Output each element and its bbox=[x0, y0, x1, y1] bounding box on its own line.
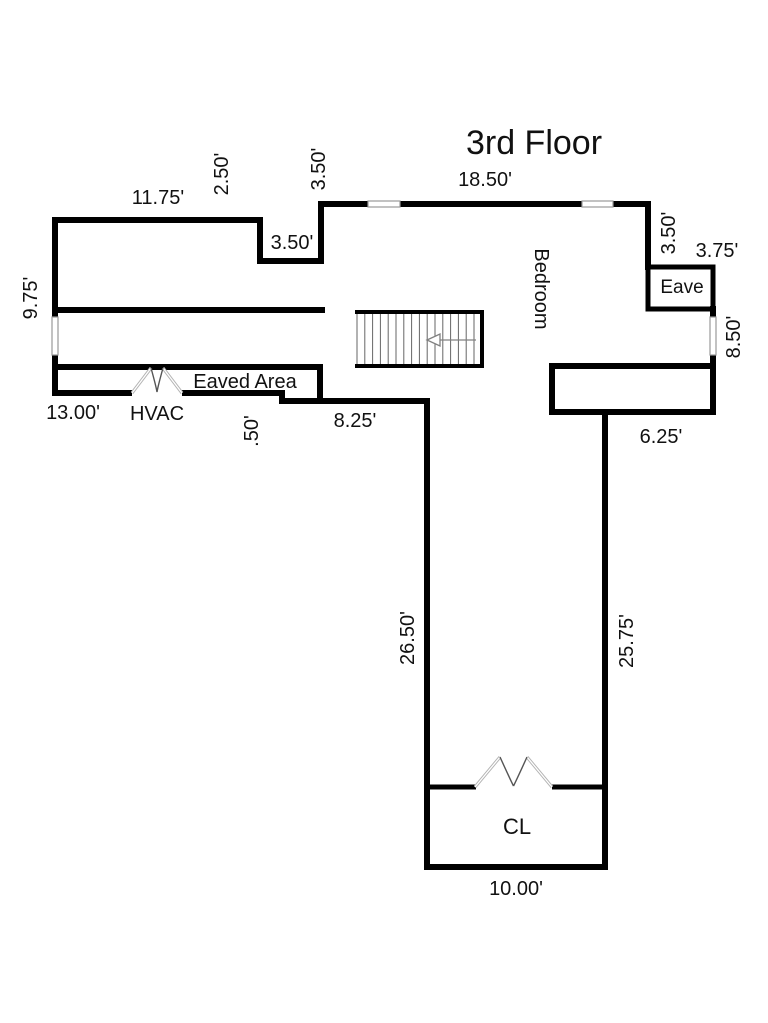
dim-closet-width: 10.00' bbox=[489, 878, 543, 900]
dim-right-wall-height: 8.50' bbox=[723, 316, 745, 359]
wall-top-step bbox=[257, 201, 324, 264]
hvac-door-leaves-core bbox=[131, 367, 183, 394]
dim-hall-right-length: 25.75' bbox=[616, 614, 638, 668]
room-label-hvac: HVAC bbox=[130, 403, 184, 425]
knee-wall-box bbox=[549, 363, 716, 415]
left-arrow-icon bbox=[425, 332, 441, 348]
dim-bottom-left-width: 13.00' bbox=[46, 402, 100, 424]
closet-door-swing-arcs bbox=[499, 756, 528, 787]
stair-frame bbox=[355, 310, 484, 368]
dim-eave-width: 3.75' bbox=[696, 240, 739, 262]
hvac-door-swing-arcs bbox=[150, 367, 164, 393]
closet-door-icon bbox=[473, 755, 554, 789]
dim-bedroom-top-width: 18.50' bbox=[458, 169, 512, 191]
window-top-right-icon bbox=[581, 200, 614, 208]
stair-treads bbox=[356, 312, 475, 366]
room-label-eave: Eave bbox=[660, 277, 703, 298]
window-right-icon bbox=[709, 316, 717, 356]
dim-left-wall-height: 9.75' bbox=[20, 277, 42, 320]
closet-door-leaves-core bbox=[474, 756, 553, 788]
dim-hall-top-width: 8.25' bbox=[334, 410, 377, 432]
dim-top-step-width: 3.50' bbox=[271, 232, 314, 254]
hvac-door-icon bbox=[130, 367, 184, 394]
room-label-closet: CL bbox=[503, 814, 531, 839]
room-label-bedroom: Bedroom bbox=[530, 248, 552, 329]
walls bbox=[52, 201, 716, 870]
window-left-icon bbox=[51, 316, 59, 356]
windows bbox=[51, 200, 717, 356]
dim-bedroom-left-rise: 3.50' bbox=[308, 148, 330, 191]
eave-box bbox=[645, 264, 716, 312]
labels: 3rd Floor 18.50' 11.75' 2.50' 3.50' 3.50… bbox=[20, 124, 745, 900]
page-title: 3rd Floor bbox=[466, 124, 602, 162]
dim-top-left-width: 11.75' bbox=[132, 187, 184, 209]
staircase-icon bbox=[355, 310, 484, 368]
dim-top-step-depth: 2.50' bbox=[211, 153, 233, 196]
dim-bedroom-right-drop: 3.50' bbox=[658, 212, 680, 255]
window-top-left-icon bbox=[367, 200, 401, 208]
dim-hall-left-length: 26.50' bbox=[397, 611, 419, 665]
dim-eaved-step-depth: .50' bbox=[241, 415, 263, 447]
closet-door-leaves bbox=[473, 755, 554, 789]
room-label-eaved-area: Eaved Area bbox=[193, 371, 297, 393]
dim-right-eave-width: 6.25' bbox=[640, 426, 683, 448]
